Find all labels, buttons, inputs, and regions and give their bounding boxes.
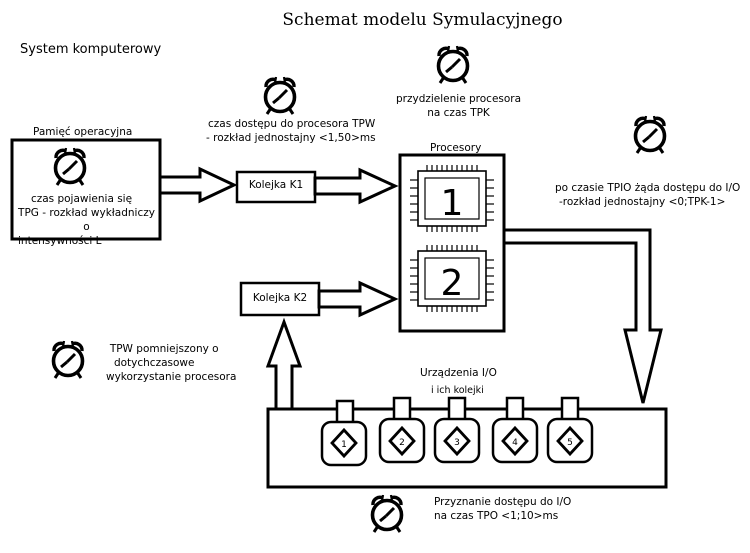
system-label: System komputerowy [20,42,162,57]
io-device-4 [491,396,539,464]
arrow-io-to-k2 [265,317,303,411]
arrow-k1-to-processors [313,167,399,205]
io-device-4-label: 4 [512,438,518,448]
diagram-title: Schemat modelu Symulacyjnego [282,10,563,30]
io-device-3 [433,396,481,464]
queue-k2-label: Kolejka K2 [252,292,308,304]
queue-k1-box [235,170,317,204]
io-device-1 [320,399,368,467]
queue-k2-box [239,281,321,317]
processors-title: Procesory [430,142,482,154]
alarm-clock-icon [436,44,470,85]
io-device-1-label: 1 [341,440,347,450]
alarm-clock-icon [51,339,85,380]
tpw-reduced-label: TPW pomniejszony o dotychczasowe wykorzy… [106,343,237,383]
tpo-label: Przyznanie dostępu do I/O na czas TPO <1… [434,496,572,522]
memory-description: czas pojawienia się TPG - rozkład wykład… [18,193,155,247]
io-device-2-label: 2 [399,438,405,448]
io-device-2 [378,396,426,464]
alarm-clock-icon [263,75,297,116]
arrow-memory-to-k1 [158,166,238,204]
alarm-clock-icon [53,146,87,187]
cpu-2-label: 2 [441,263,464,304]
memory-title: Pamięć operacyjna [33,126,133,138]
io-device-5 [546,396,594,464]
io-device-3-label: 3 [454,438,460,448]
cpu-1 [410,164,494,233]
io-subtitle: i ich kolejki [431,385,484,396]
tpk-label: przydzielenie procesora na czas TPK [396,93,522,119]
alarm-clock-icon [633,114,667,155]
cpu-2 [410,244,494,313]
alarm-clock-icon [370,493,404,534]
tpio-label: po czasie TPIO żąda dostępu do I/O -rozk… [555,182,741,208]
arrow-k2-to-processors [317,280,399,318]
io-device-5-label: 5 [567,438,573,448]
arrow-processors-to-io [502,228,663,404]
memory-box [10,138,162,241]
io-title: Urządzenia I/O [420,367,497,379]
queue-k1-label: Kolejka K1 [248,179,304,191]
cpu-1-label: 1 [441,183,464,224]
tpw-label: czas dostępu do procesora TPW - rozkład … [206,118,376,144]
